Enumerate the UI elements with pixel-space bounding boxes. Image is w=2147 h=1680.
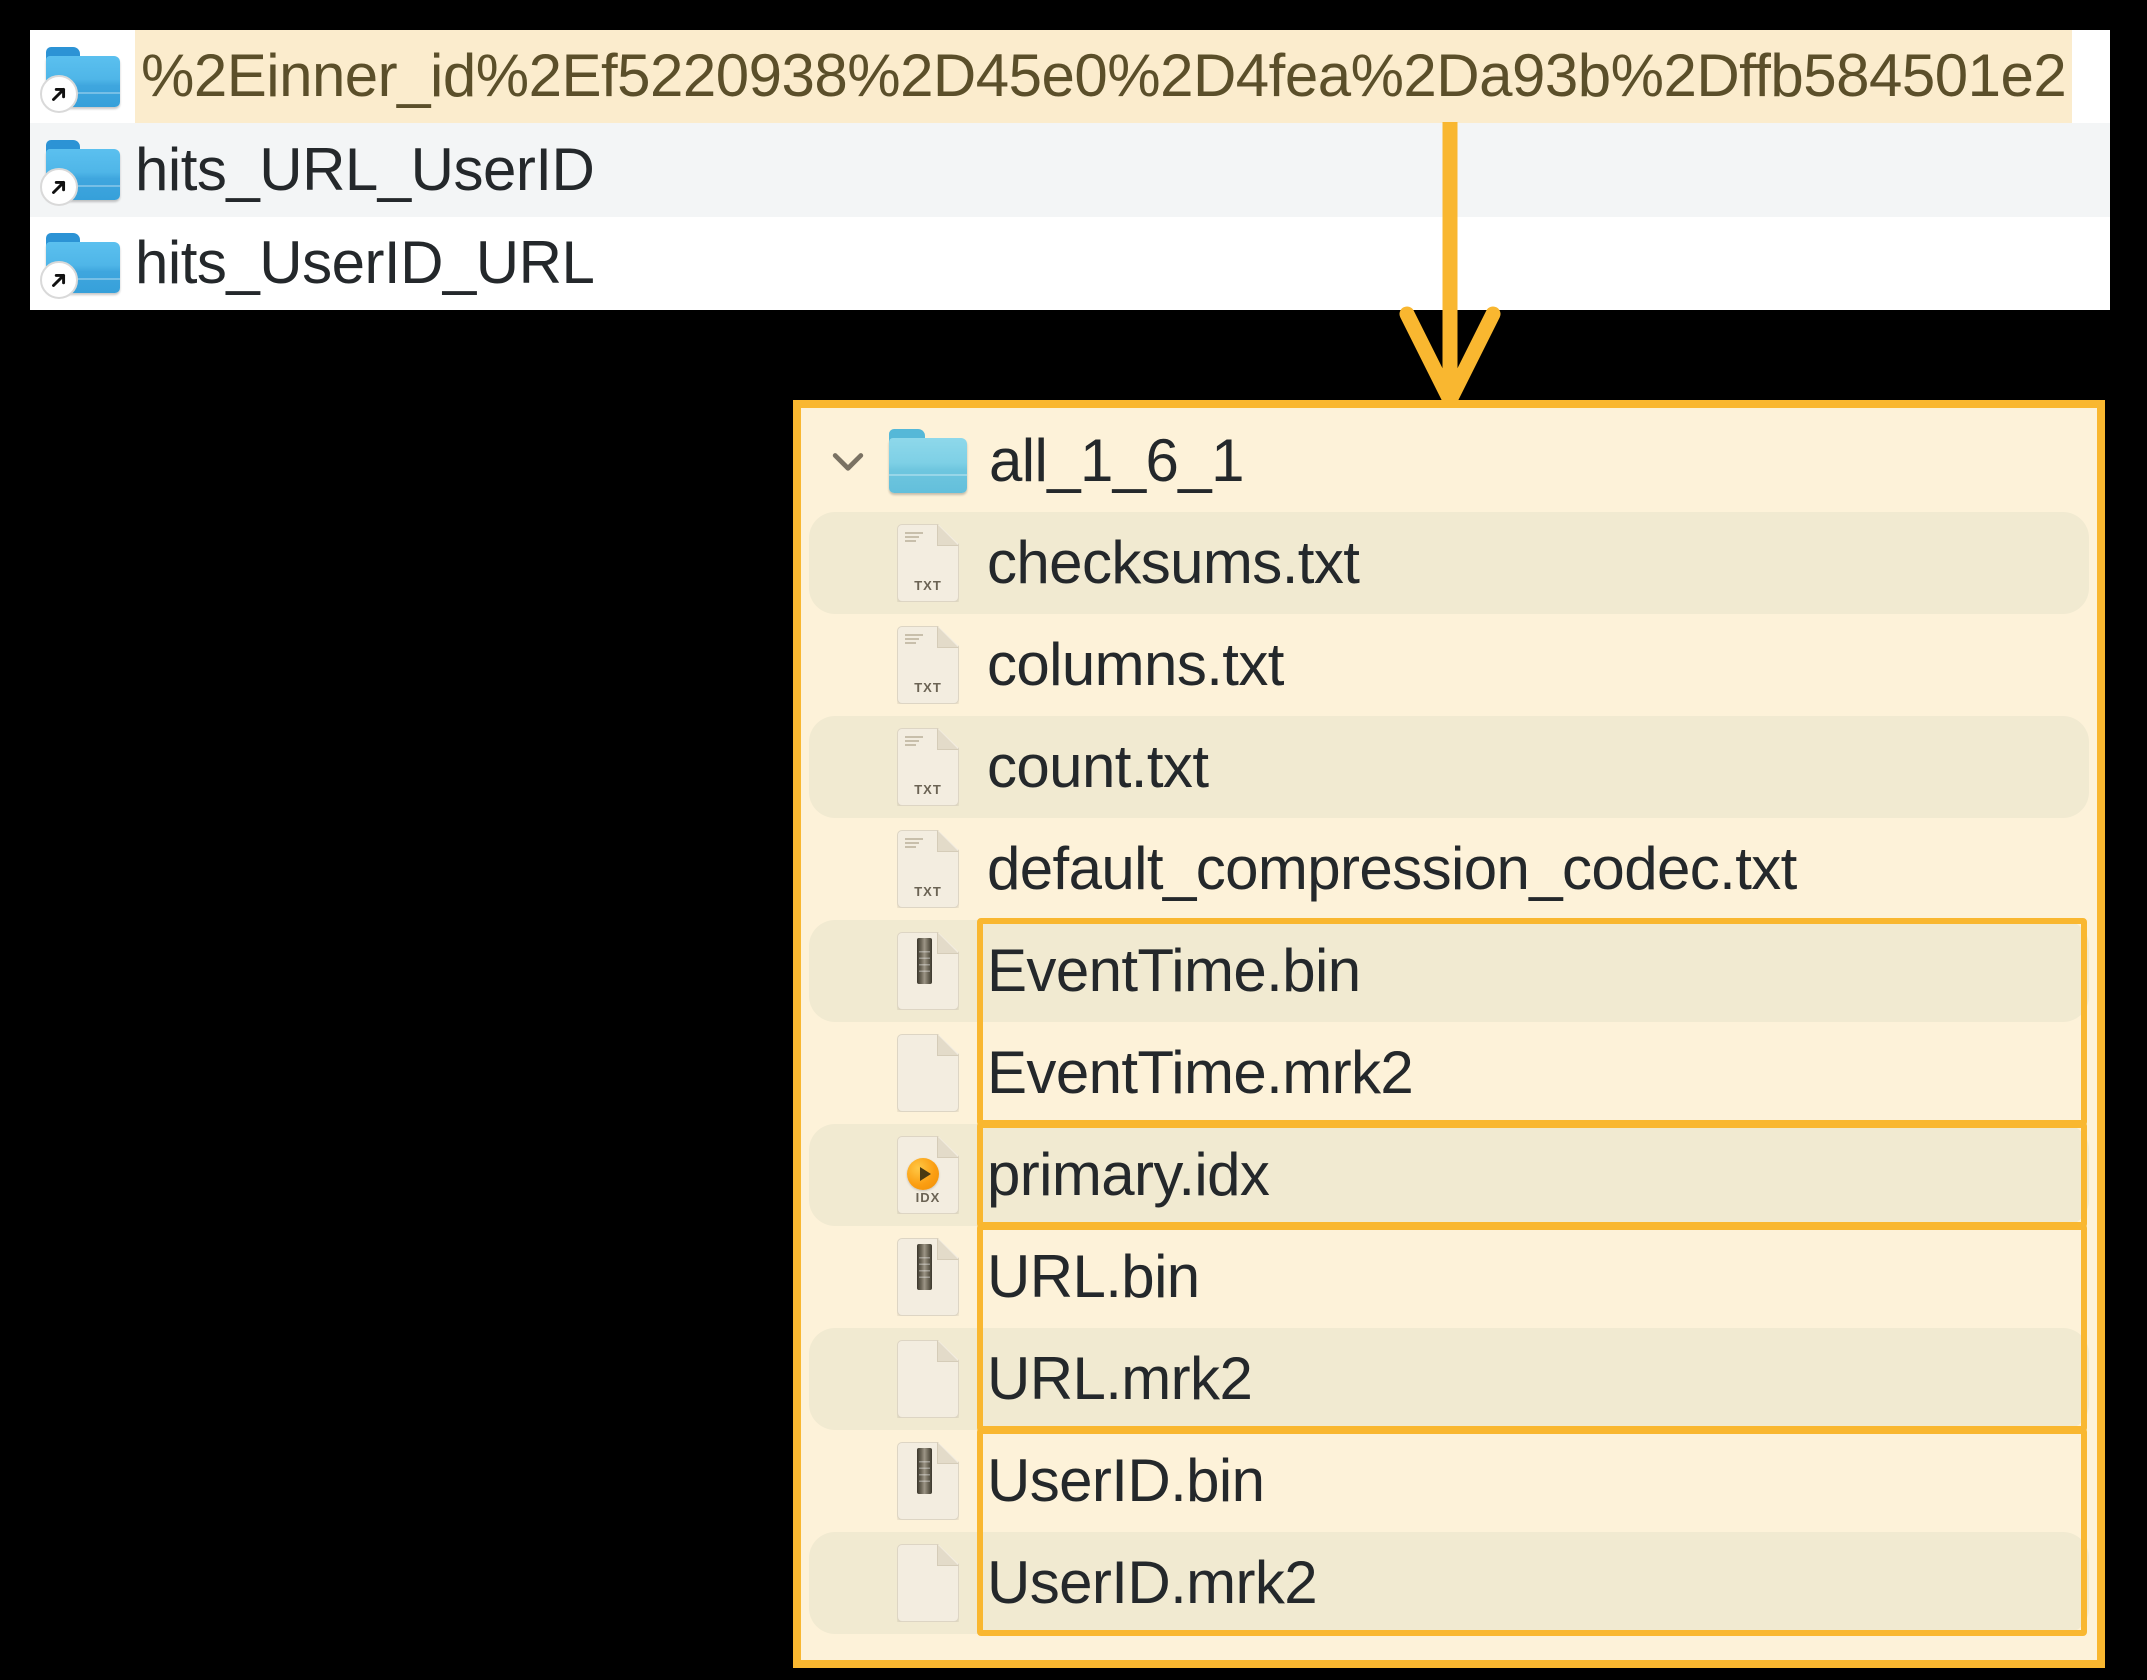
file-row[interactable]: UserID.bin xyxy=(809,1430,2089,1532)
file-name: URL.mrk2 xyxy=(987,1345,1253,1412)
blank-file-icon xyxy=(809,1034,987,1112)
file-name: UserID.bin xyxy=(987,1447,1265,1514)
down-arrow-connector xyxy=(1380,122,1520,417)
folder-icon xyxy=(871,429,989,493)
file-icon-type-label: TXT xyxy=(914,680,942,695)
list-item-label: %2Einner_id%2Ef5220938%2D45e0%2D4fea%2Da… xyxy=(135,30,2073,124)
bin-file-icon xyxy=(809,1238,987,1316)
list-item[interactable]: hits_URL_UserID xyxy=(30,123,2110,217)
file-name: default_compression_codec.txt xyxy=(987,835,1797,902)
file-row[interactable]: TXT count.txt xyxy=(809,716,2089,818)
file-row[interactable]: TXT default_compression_codec.txt xyxy=(809,818,2089,920)
file-icon-type-label: TXT xyxy=(914,578,942,593)
list-item[interactable]: %2Einner_id%2Ef5220938%2D45e0%2D4fea%2Da… xyxy=(30,30,2110,124)
list-item-label: hits_UserID_URL xyxy=(135,229,595,297)
folder-shortcut-icon xyxy=(30,233,135,300)
txt-file-icon: TXT xyxy=(809,524,987,602)
file-row[interactable]: EventTime.mrk2 xyxy=(809,1022,2089,1124)
file-row[interactable]: URL.bin xyxy=(809,1226,2089,1328)
list-item-label: hits_URL_UserID xyxy=(135,135,595,203)
txt-file-icon: TXT xyxy=(809,626,987,704)
directory-header-row[interactable]: all_1_6_1 xyxy=(809,410,2089,512)
file-row[interactable]: EventTime.bin xyxy=(809,920,2089,1022)
file-name: count.txt xyxy=(987,733,1209,800)
blank-file-icon xyxy=(809,1544,987,1622)
txt-file-icon: TXT xyxy=(809,728,987,806)
file-name: EventTime.mrk2 xyxy=(987,1039,1414,1106)
bin-file-icon xyxy=(809,932,987,1010)
bin-file-icon xyxy=(809,1442,987,1520)
file-name: EventTime.bin xyxy=(987,937,1361,1004)
file-name: UserID.mrk2 xyxy=(987,1549,1318,1616)
file-icon-type-label: TXT xyxy=(914,884,942,899)
file-row[interactable]: IDX primary.idx xyxy=(809,1124,2089,1226)
file-name: columns.txt xyxy=(987,631,1284,698)
file-name: URL.bin xyxy=(987,1243,1200,1310)
txt-file-icon: TXT xyxy=(809,830,987,908)
file-icon-type-label: TXT xyxy=(914,782,942,797)
list-item[interactable]: hits_UserID_URL xyxy=(30,217,2110,310)
folder-shortcut-icon xyxy=(30,139,135,206)
symlink-folder-list: %2Einner_id%2Ef5220938%2D45e0%2D4fea%2Da… xyxy=(30,30,2110,310)
blank-file-icon xyxy=(809,1340,987,1418)
file-row[interactable]: UserID.mrk2 xyxy=(809,1532,2089,1634)
file-name: primary.idx xyxy=(987,1141,1270,1208)
idx-file-icon: IDX xyxy=(809,1136,987,1214)
folder-shortcut-icon xyxy=(30,46,135,113)
file-row[interactable]: TXT columns.txt xyxy=(809,614,2089,716)
file-name: checksums.txt xyxy=(987,529,1360,596)
file-row[interactable]: TXT checksums.txt xyxy=(809,512,2089,614)
directory-name: all_1_6_1 xyxy=(989,427,1244,494)
file-row[interactable]: URL.mrk2 xyxy=(809,1328,2089,1430)
chevron-down-icon[interactable] xyxy=(825,439,871,483)
file-icon-type-label: IDX xyxy=(915,1190,941,1205)
